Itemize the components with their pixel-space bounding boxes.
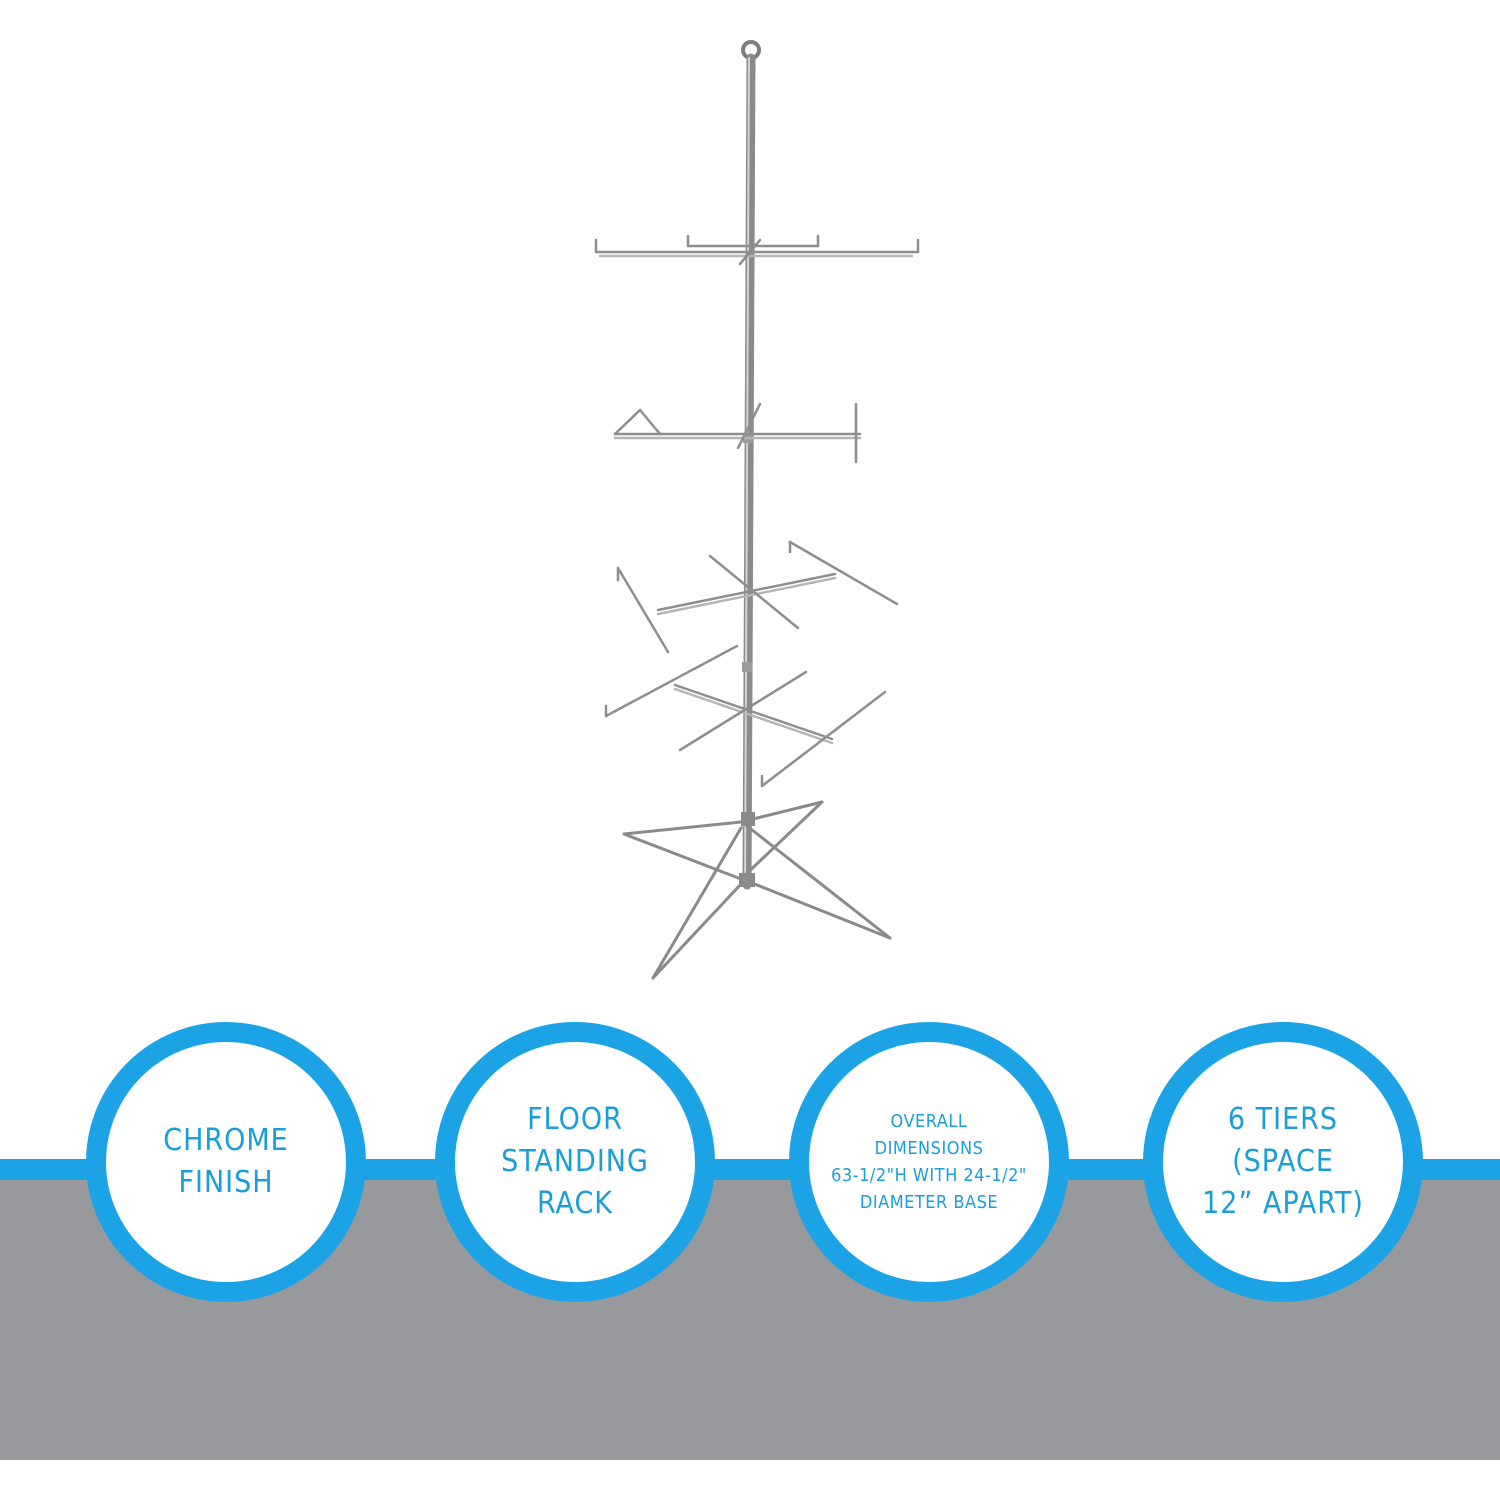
feature-badge-floor-standing: FLOOR STANDING RACK xyxy=(435,1022,715,1302)
tier-3-arms xyxy=(616,540,899,654)
feature-badge-dimensions: OVERALL DIMENSIONS 63-1/2"H WITH 24-1/2"… xyxy=(789,1022,1069,1302)
tier-1-arms xyxy=(594,234,920,266)
feature-text: OVERALL DIMENSIONS 63-1/2"H WITH 24-1/2"… xyxy=(831,1111,1027,1213)
feature-text: CHROME FINISH xyxy=(163,1123,289,1200)
tier-2-arms xyxy=(613,402,862,464)
rack-base xyxy=(622,800,892,980)
center-pole xyxy=(742,53,756,890)
feature-badge-tiers: 6 TIERS (SPACE 12” APART) xyxy=(1143,1022,1423,1302)
rack-illustration xyxy=(594,40,920,980)
pole-highlight xyxy=(744,57,750,886)
feature-text: 6 TIERS (SPACE 12” APART) xyxy=(1202,1102,1364,1221)
tier-4-arms xyxy=(604,644,887,788)
product-image-area xyxy=(594,40,920,980)
pole-joint xyxy=(742,662,752,672)
bottom-white-strip xyxy=(0,1460,1500,1500)
feature-badge-chrome-finish: CHROME FINISH xyxy=(86,1022,366,1302)
feature-text: FLOOR STANDING RACK xyxy=(501,1102,649,1221)
connector-line xyxy=(0,1159,1500,1180)
